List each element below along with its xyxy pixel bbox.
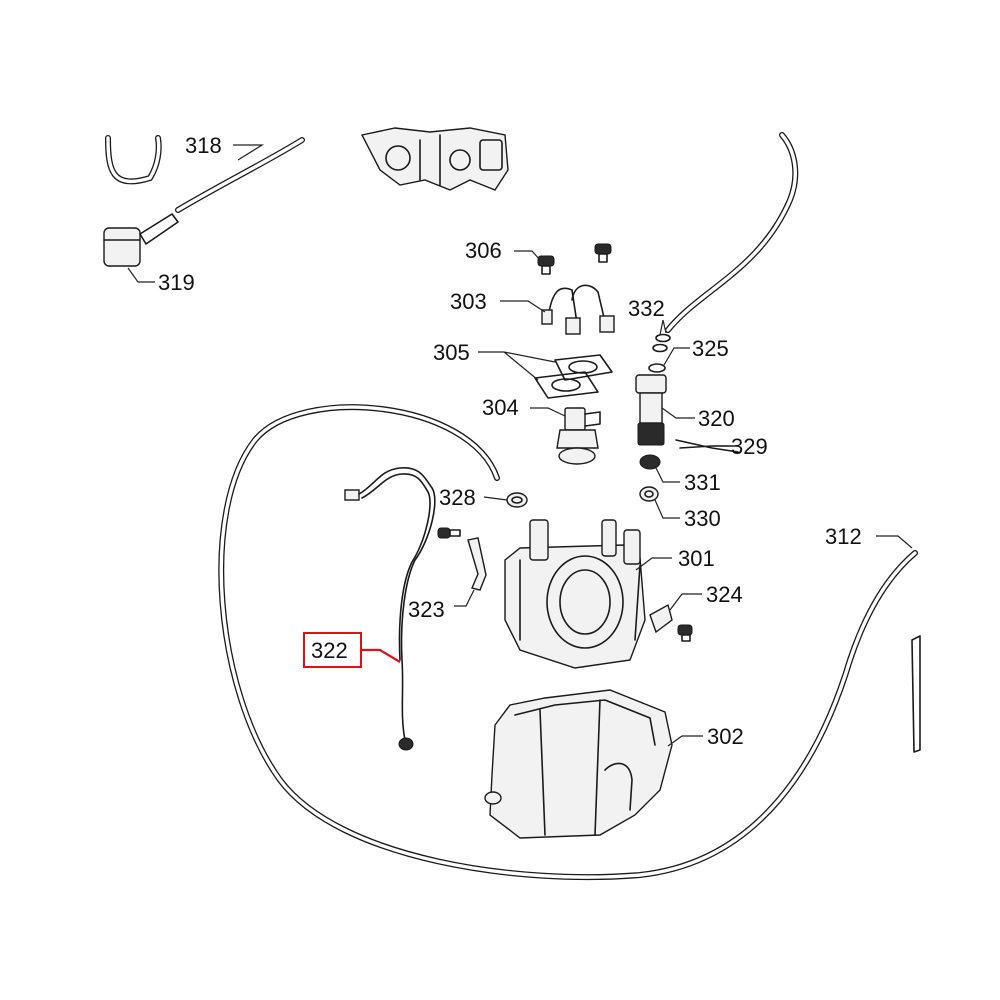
label-318: 318 — [185, 133, 222, 158]
pump-assembly-top — [360, 127, 509, 191]
part-304-element — [556, 407, 601, 465]
leader-lines — [127, 144, 913, 747]
part-302-tank — [484, 689, 673, 839]
label-319: 319 — [158, 270, 195, 295]
label-323: 323 — [408, 597, 445, 622]
part-322-sensor-cable — [344, 467, 436, 751]
part-306-screws — [537, 243, 612, 275]
hose-318 — [105, 135, 305, 213]
label-312: 312 — [825, 524, 862, 549]
part-edge-right — [911, 635, 921, 753]
part-325-ring — [648, 363, 666, 373]
part-303-wire-leads — [541, 284, 615, 335]
label-302: 302 — [707, 724, 744, 749]
label-305: 305 — [433, 340, 470, 365]
part-labels: 318 319 306 303 332 305 325 304 320 329 … — [158, 133, 862, 749]
label-301: 301 — [678, 546, 715, 571]
part-323-bracket — [437, 527, 487, 591]
label-304: 304 — [482, 395, 519, 420]
label-322: 322 — [311, 638, 348, 663]
part-331-filter — [639, 454, 661, 470]
part-328-clamp — [506, 492, 528, 508]
part-324-bracket — [649, 603, 693, 642]
label-306: 306 — [465, 238, 502, 263]
label-329: 329 — [731, 434, 768, 459]
label-325: 325 — [692, 336, 729, 361]
label-303: 303 — [450, 289, 487, 314]
part-301-boiler — [504, 519, 646, 669]
label-331: 331 — [684, 470, 721, 495]
part-305-gaskets — [534, 354, 613, 399]
label-324: 324 — [706, 582, 743, 607]
label-328: 328 — [439, 485, 476, 510]
part-319-connector — [103, 213, 179, 267]
label-320: 320 — [698, 406, 735, 431]
hose-top-right — [665, 132, 799, 333]
label-330: 330 — [684, 506, 721, 531]
highlight-322 — [303, 632, 401, 668]
part-320-valve — [635, 374, 667, 446]
highlight-leader — [361, 648, 401, 663]
part-330-nut — [639, 486, 659, 502]
long-hose-left — [218, 404, 918, 881]
part-332-orings — [652, 333, 671, 353]
part-329-clip — [675, 439, 739, 453]
label-332: 332 — [628, 296, 665, 321]
